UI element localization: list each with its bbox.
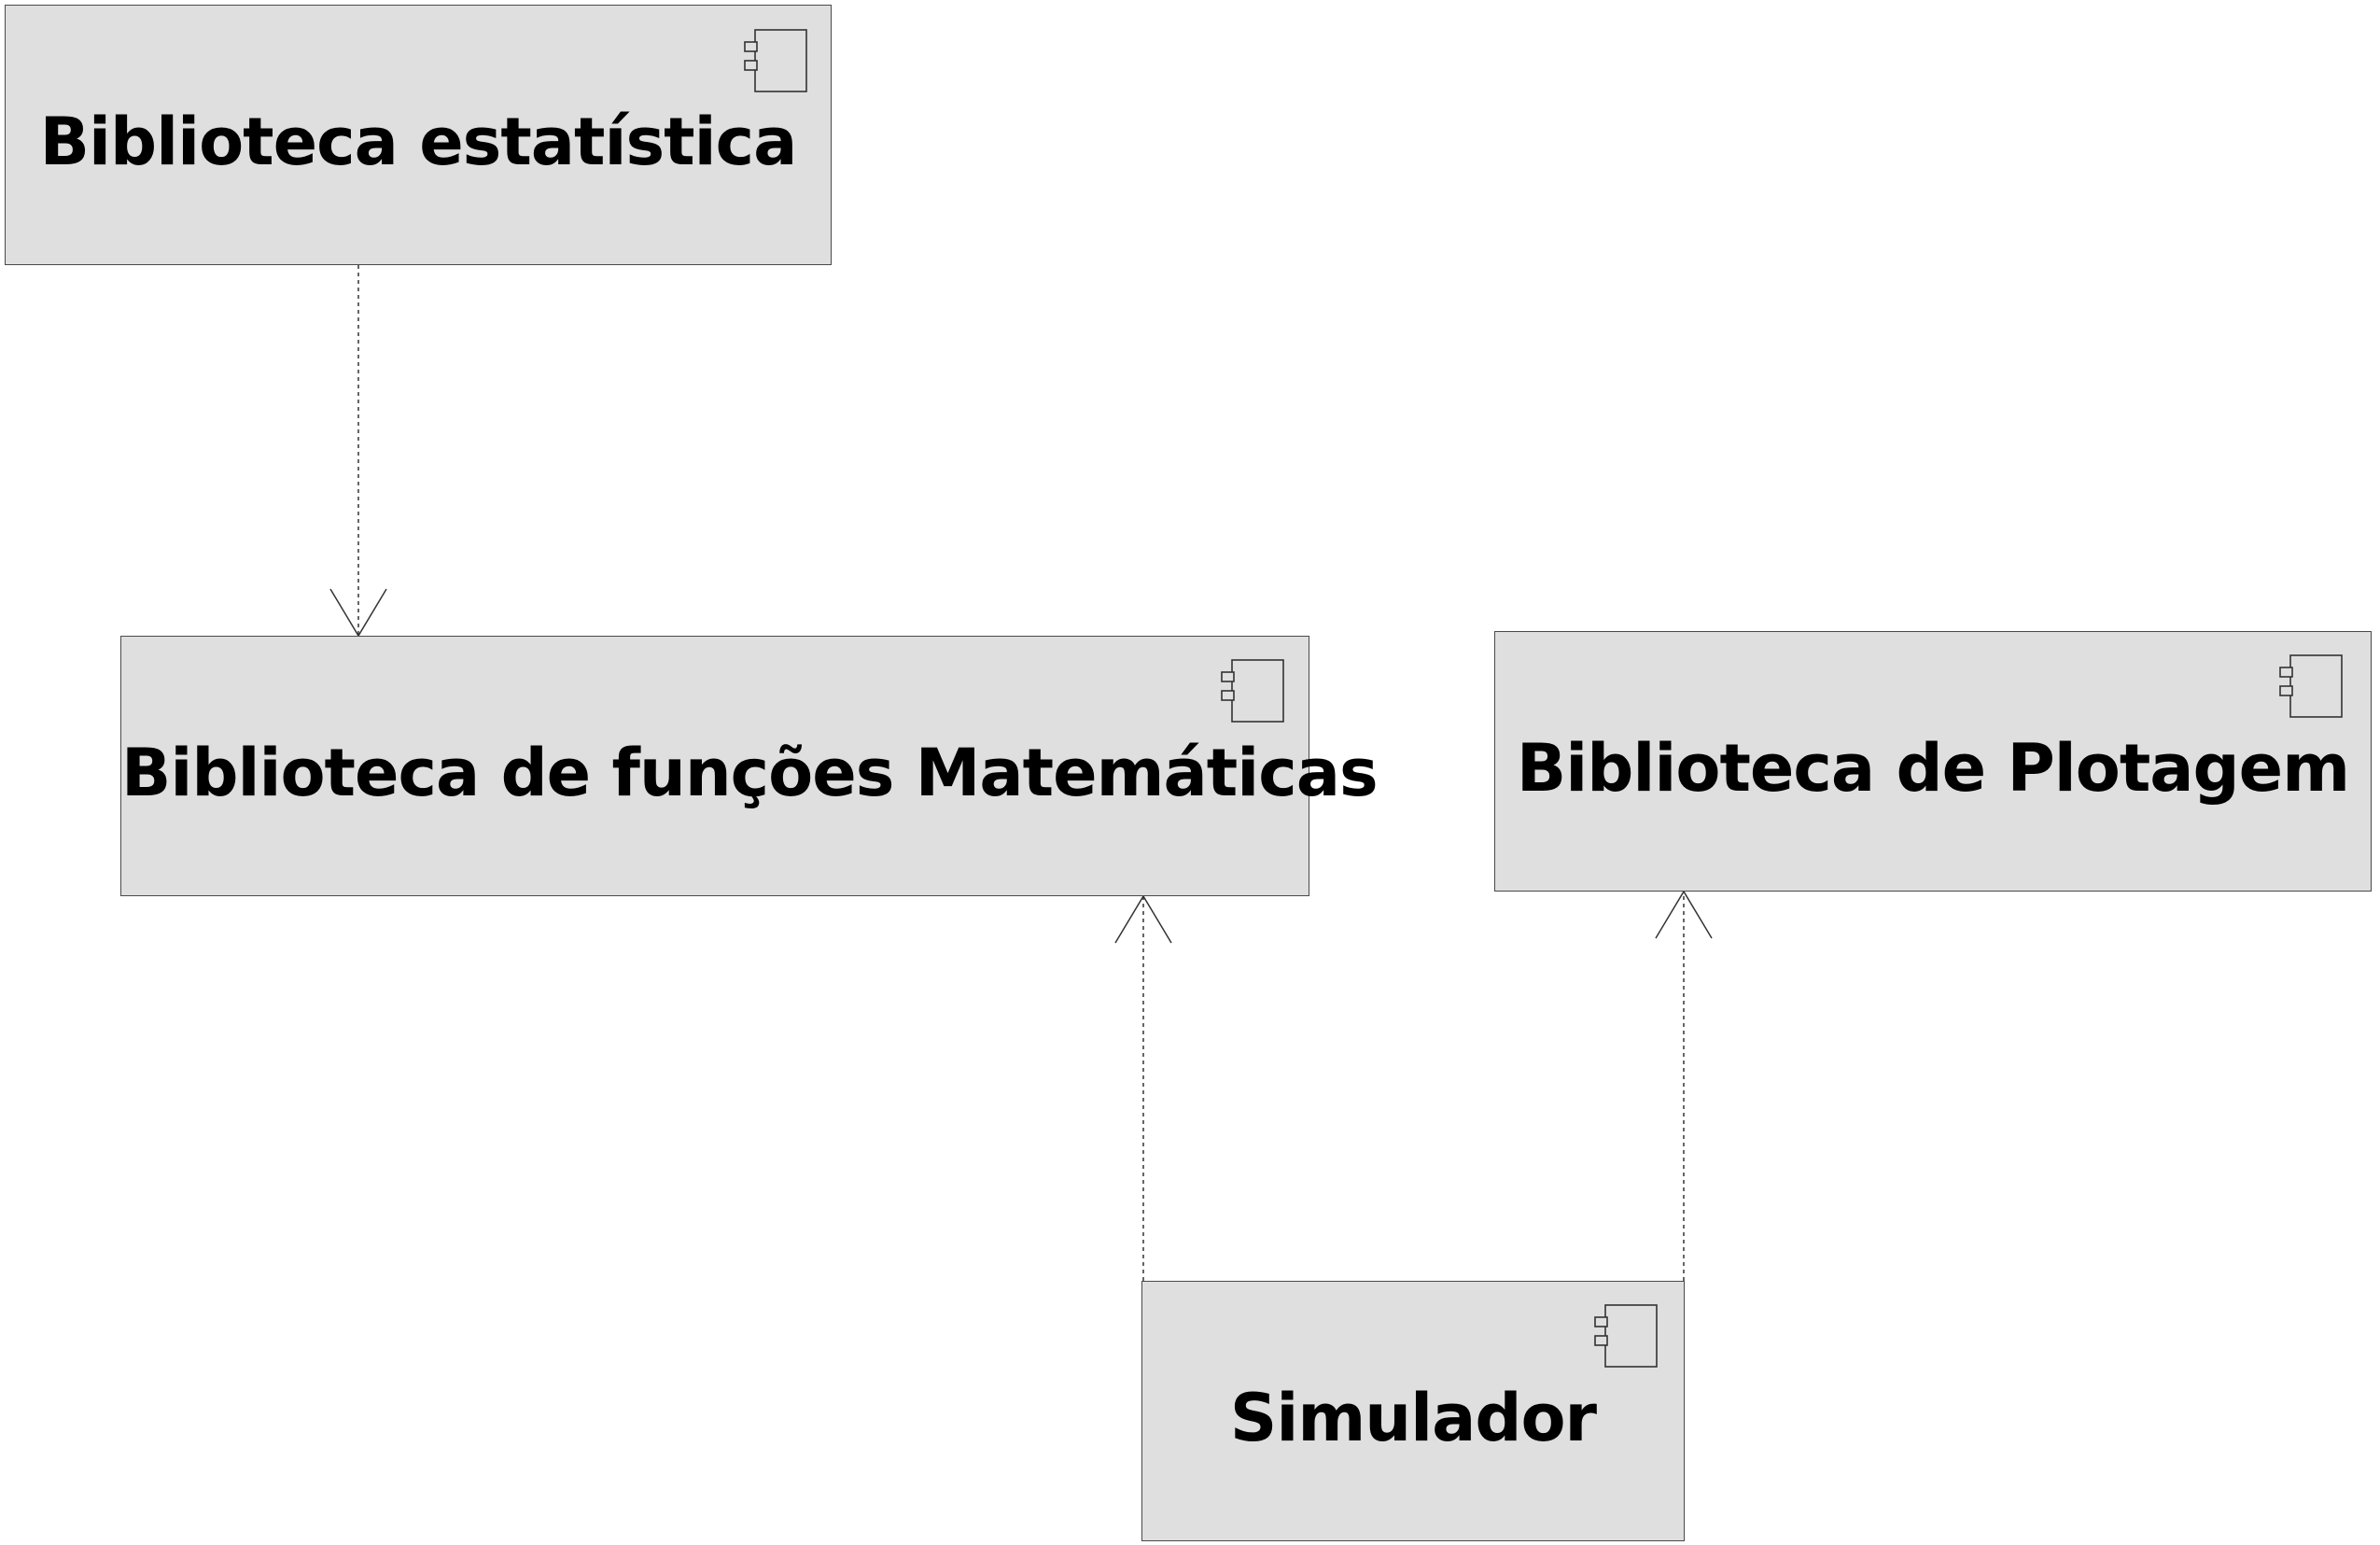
component-biblioteca-funcoes-matematicas[interactable]: Biblioteca de funções Matemáticas	[120, 636, 1379, 896]
component-label: Biblioteca de Plotagem	[1516, 730, 2350, 807]
uml-component-icon	[744, 29, 807, 92]
dependency-estatistica-to-matematica	[329, 265, 387, 638]
uml-component-icon	[2279, 654, 2343, 718]
component-biblioteca-estatistica[interactable]: Biblioteca estatística	[5, 5, 832, 265]
component-biblioteca-plotagem[interactable]: Biblioteca de Plotagem	[1494, 631, 2372, 892]
component-label: Simulador	[1229, 1380, 1597, 1456]
uml-component-icon	[1221, 659, 1284, 723]
dependency-simulador-to-matematica	[1114, 894, 1172, 1281]
component-label: Biblioteca de funções Matemáticas	[121, 735, 1379, 811]
dependency-simulador-to-plotagem	[1655, 890, 1713, 1281]
component-label: Biblioteca estatística	[39, 104, 798, 180]
uml-component-icon	[1594, 1304, 1658, 1368]
component-simulador[interactable]: Simulador	[1141, 1281, 1685, 1541]
